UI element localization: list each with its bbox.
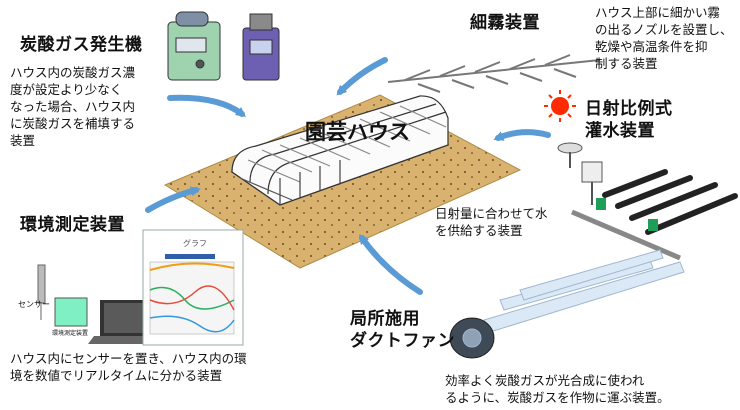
env-desc-line: 境を数値でリアルタイムに分かる装置 [10, 368, 223, 383]
duct-title-line: ダクトファン [350, 331, 455, 351]
solar-desc-line: 日射量に合わせて水 [435, 206, 548, 221]
sun-icon [544, 90, 576, 122]
env-measure-icon [37, 229, 244, 346]
mist-desc: ハウス上部に細かい霧 の出るノズルを設置し、 乾燥や高温条件を抑 制する装置 [595, 4, 740, 72]
solar-desc-line: を供給する装置 [435, 223, 523, 238]
duct-fan-title: 局所施用 ダクトファン [350, 308, 455, 352]
arrow-irrigation [493, 129, 551, 141]
duct-desc-line: るように、炭酸ガスを作物に運ぶ装置。 [445, 390, 670, 405]
mist-desc-line: ハウス上部に細かい霧 [595, 5, 721, 20]
duct-fan-desc: 効率よく炭酸ガスが光合成に使われ るように、炭酸ガスを作物に運ぶ装置。 [445, 372, 740, 406]
arrow-mist [336, 57, 388, 96]
sensor-label: センサー [18, 300, 50, 309]
arrow-duct [359, 233, 423, 295]
duct-desc-line: 効率よく炭酸ガスが光合成に使われ [445, 373, 645, 388]
graph-title: グラフ [183, 239, 207, 248]
env-measure-desc: ハウス内にセンサーを置き、ハウス内の環 境を数値でリアルタイムに分かる装置 [10, 350, 270, 384]
mist-desc-line: 乾燥や高温条件を抑 [595, 39, 708, 54]
mist-nozzle-icon [387, 54, 601, 93]
co2-generator-icon [167, 11, 280, 81]
co2-desc-line: なった場合、ハウス内 [10, 99, 136, 114]
solar-irrigation-title: 日射比例式 灌水装置 [585, 98, 673, 142]
solar-title-line: 灌水装置 [585, 121, 655, 141]
greenhouse-icon [230, 95, 450, 206]
arrow-env [145, 186, 201, 213]
device-label: 環境測定装置 [52, 330, 89, 337]
mist-title: 細霧装置 [470, 13, 540, 33]
arrow-co2 [167, 94, 247, 117]
solar-irrigation-desc: 日射量に合わせて水 を供給する装置 [435, 205, 575, 239]
duct-fan-icon [449, 249, 685, 359]
duct-title-line: 局所施用 [350, 309, 420, 329]
co2-desc-line: に炭酸ガスを補填する [10, 116, 136, 131]
co2-desc-line: 度が設定より少なく [10, 82, 123, 97]
greenhouse-label: 園芸ハウス [305, 120, 410, 144]
solar-title-line: 日射比例式 [585, 99, 673, 119]
co2-desc-line: ハウス内の炭酸ガス濃 [10, 65, 136, 80]
mist-desc-line: 制する装置 [595, 56, 658, 71]
env-measure-title: 環境測定装置 [20, 215, 125, 235]
env-desc-line: ハウス内にセンサーを置き、ハウス内の環 [10, 351, 247, 366]
irrigation-device-icon [557, 142, 738, 261]
co2-desc-line: 装置 [10, 133, 36, 148]
mist-desc-line: の出るノズルを設置し、 [595, 22, 733, 37]
co2-generator-desc: ハウス内の炭酸ガス濃 度が設定より少なく なった場合、ハウス内 に炭酸ガスを補填… [10, 64, 170, 149]
co2-generator-title: 炭酸ガス発生機 [20, 35, 143, 55]
